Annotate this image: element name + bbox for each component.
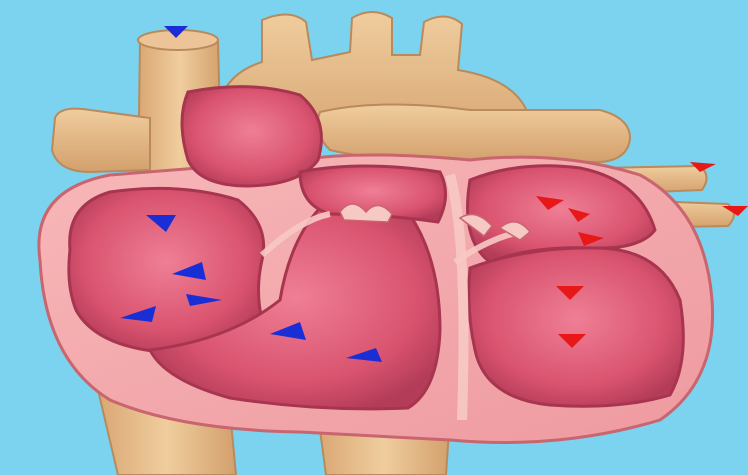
- left-vessel-stub: [52, 109, 150, 172]
- left-ventricle-chamber: [469, 248, 684, 406]
- pulmonary-artery: [318, 104, 630, 162]
